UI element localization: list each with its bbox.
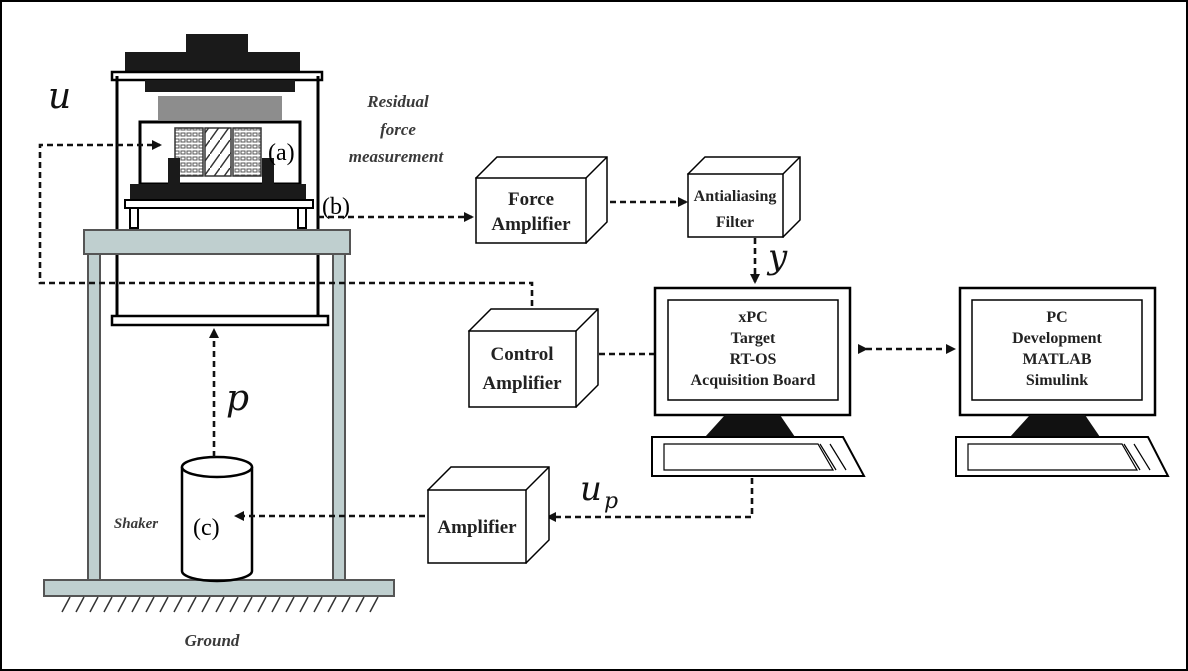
amplifier-label: Amplifier: [437, 517, 517, 538]
mass-block-upper: [145, 80, 295, 92]
residual-force-label-line2: force: [380, 120, 416, 139]
top-weight-2: [125, 52, 300, 72]
control-amplifier-label-line1: Control: [491, 344, 554, 365]
shaker-label: Shaker: [114, 516, 158, 532]
signal-up: u: [580, 469, 602, 509]
signal-up-subscript: p: [604, 489, 618, 514]
ground-label: Ground: [185, 631, 240, 650]
xpc-line3: RT-OS: [730, 351, 777, 368]
pc-keyboard: [955, 436, 1170, 477]
control-amplifier-block: Control Amplifier: [467, 308, 599, 408]
top-plate: [110, 70, 324, 82]
signal-p: p: [226, 378, 249, 419]
table-leg-right: [332, 253, 346, 581]
ground-base: [43, 579, 395, 597]
filter-label-line2: Filter: [716, 214, 754, 231]
table-leg-left: [87, 253, 101, 581]
force-amplifier-label-line1: Force: [508, 189, 554, 210]
pc-line2: Development: [1012, 330, 1102, 347]
pc-development-computer: PC Development MATLAB Simulink: [955, 286, 1170, 477]
pc-line3: MATLAB: [1022, 351, 1091, 368]
actuator-block-left: [168, 158, 180, 184]
tag-b: (b): [322, 194, 350, 220]
control-amplifier-label-line2: Amplifier: [482, 373, 562, 394]
actuator-coil-right: [232, 127, 262, 177]
xpc-line4: Acquisition Board: [691, 372, 816, 389]
control-signal-path: [38, 140, 534, 306]
table-top: [83, 229, 351, 255]
sensor-plate-dark: [130, 184, 306, 200]
pc-line4: Simulink: [1026, 372, 1088, 389]
signal-u: u: [48, 76, 71, 117]
pc-screen: [971, 299, 1143, 401]
amplifier-block: Amplifier: [426, 466, 550, 564]
ground-hatching: [61, 596, 379, 613]
frame-bottom-bar: [110, 314, 330, 327]
actuator-core: [204, 127, 232, 177]
xpc-stand: [705, 415, 795, 437]
antialiasing-filter-block: Antialiasing Filter: [686, 156, 801, 238]
pc-line1: PC: [1046, 309, 1067, 326]
residual-force-label-line3: measurement: [349, 147, 445, 166]
xpc-screen: [667, 299, 839, 401]
force-amplifier-block: Force Amplifier: [474, 156, 608, 244]
sensor-plate: [124, 199, 314, 209]
tag-c: (c): [193, 515, 220, 541]
residual-force-label-line1: Residual: [366, 92, 429, 111]
top-weight-1: [186, 34, 248, 52]
actuator-block-right: [262, 158, 274, 184]
test-rig: [43, 34, 395, 613]
xpc-line1: xPC: [738, 309, 767, 326]
mass-block-grey: [158, 96, 282, 120]
xpc-line2: Target: [731, 330, 776, 347]
pc-stand: [1010, 415, 1100, 437]
xpc-to-amplifier: [546, 478, 754, 522]
sensor-foot-left: [129, 207, 139, 229]
signal-y: y: [766, 237, 788, 277]
xpc-keyboard: [651, 436, 866, 477]
filter-label-line1: Antialiasing: [694, 188, 777, 205]
tag-a: (a): [268, 140, 295, 166]
sensor-foot-right: [297, 207, 307, 229]
xpc-target-computer: xPC Target RT-OS Acquisition Board: [651, 286, 866, 477]
force-amplifier-label-line2: Amplifier: [491, 214, 571, 235]
